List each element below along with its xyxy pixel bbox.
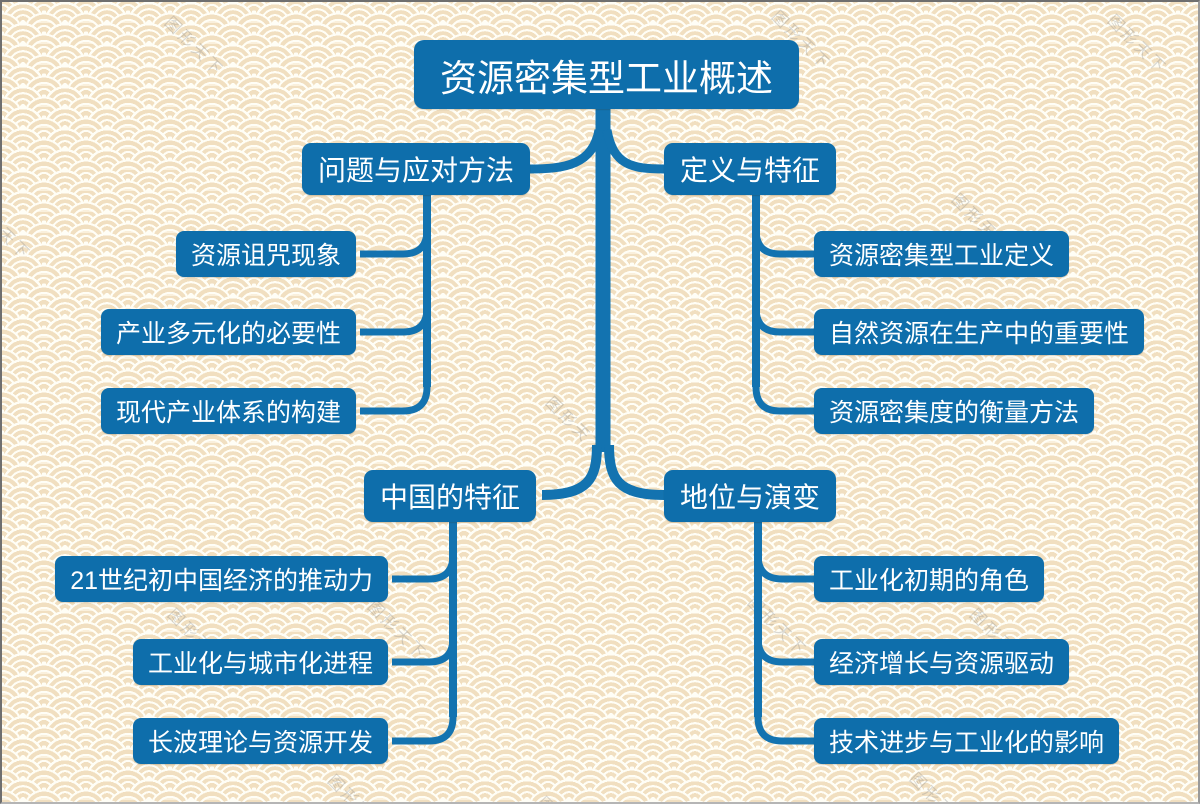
child-elbow (752, 229, 814, 258)
child-node[interactable]: 21世纪初中国经济的推动力 (55, 556, 388, 602)
child-node[interactable]: 资源诅咒现象 (175, 231, 356, 277)
child-elbow (360, 386, 431, 415)
child-elbow (754, 716, 814, 745)
child-node[interactable]: 长波理论与资源开发 (132, 718, 388, 764)
child-elbow (752, 386, 814, 415)
child-node[interactable]: 自然资源在生产中的重要性 (814, 309, 1145, 355)
child-node[interactable]: 经济增长与资源驱动 (814, 639, 1070, 685)
child-node[interactable]: 工业化与城市化进程 (132, 639, 388, 685)
child-node[interactable]: 资源密集度的衡量方法 (814, 388, 1095, 434)
child-elbow (754, 554, 814, 583)
connector-group (360, 106, 814, 745)
child-elbow (392, 554, 457, 583)
branch-node-status[interactable]: 地位与演变 (664, 470, 837, 522)
branch-connector-problems (529, 128, 604, 174)
branch-connector-status (604, 444, 665, 500)
child-node[interactable]: 资源密集型工业定义 (814, 231, 1070, 277)
branch-node-china[interactable]: 中国的特征 (364, 470, 537, 522)
child-node[interactable]: 产业多元化的必要性 (100, 309, 356, 355)
child-elbow (752, 307, 814, 336)
child-elbow (360, 229, 431, 258)
child-elbow (360, 307, 431, 336)
branch-connector-definition (602, 129, 665, 174)
child-elbow (392, 637, 457, 666)
child-node[interactable]: 技术进步与工业化的影响 (814, 718, 1120, 764)
child-node[interactable]: 工业化初期的角色 (814, 556, 1045, 602)
branch-node-problems[interactable]: 问题与应对方法 (302, 143, 531, 195)
child-elbow (754, 637, 814, 666)
child-elbow (392, 716, 457, 745)
child-node[interactable]: 现代产业体系的构建 (100, 388, 356, 434)
branch-connector-china (541, 444, 602, 500)
branch-node-definition[interactable]: 定义与特征 (664, 143, 837, 195)
root-node[interactable]: 资源密集型工业概述 (414, 40, 799, 109)
